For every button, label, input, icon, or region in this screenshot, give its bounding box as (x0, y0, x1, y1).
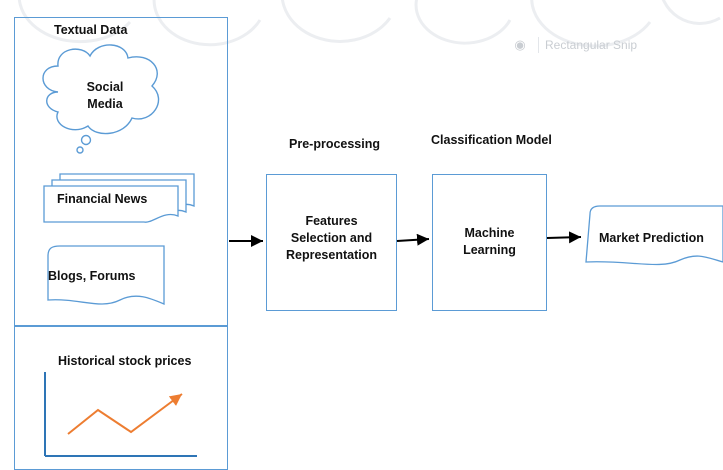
financial-news-document-shape (43, 173, 195, 223)
preprocessing-line-1: Features (305, 214, 358, 228)
historical-prices-title: Historical stock prices (58, 354, 192, 368)
market-prediction-label: Market Prediction (599, 231, 704, 245)
textual-data-panel (14, 17, 228, 327)
classification-body: Machine Learning (432, 225, 547, 259)
preprocessing-box (266, 174, 397, 311)
arrow-classification-to-prediction (546, 231, 582, 244)
stock-trend-chart (44, 372, 197, 457)
social-media-label: Social Media (60, 79, 150, 113)
preprocessing-heading: Pre-processing (289, 137, 381, 151)
preprocessing-body: Features Selection and Representation (266, 213, 397, 264)
financial-news-label: Financial News (57, 192, 148, 206)
classification-line-1: Machine (464, 226, 515, 240)
snip-label: Rectangular Snip (545, 38, 638, 52)
social-media-cloud-shape (42, 44, 160, 154)
classification-box (432, 174, 547, 311)
rectangular-snip-button[interactable]: ◉ Rectangular Snip (508, 33, 723, 57)
snip-divider (538, 37, 539, 53)
trend-line (67, 393, 183, 435)
social-media-line-2: Media (87, 97, 123, 111)
blogs-forums-label: Blogs, Forums (48, 269, 136, 283)
social-media-line-1: Social (86, 80, 124, 94)
textual-data-title: Textual Data (54, 23, 128, 37)
classification-line-2: Learning (463, 243, 516, 257)
arrow-preprocessing-to-classification (396, 233, 430, 246)
market-prediction-document-shape (585, 205, 723, 266)
preprocessing-line-2: Selection and (290, 231, 373, 245)
classification-heading: Classification Model (431, 133, 552, 147)
preprocessing-line-3: Representation (286, 248, 377, 262)
blogs-forums-document-shape (47, 245, 165, 305)
snip-icon: ◉ (514, 37, 526, 52)
